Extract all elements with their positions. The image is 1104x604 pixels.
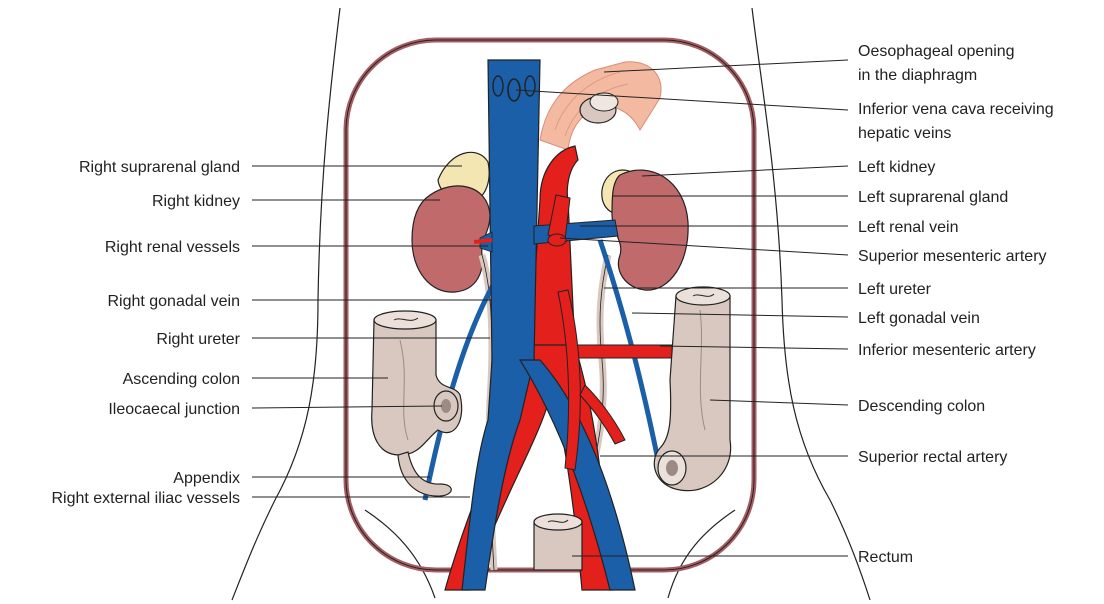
label-descending-colon: Descending colon bbox=[858, 398, 985, 415]
label-superior-rectal-artery: Superior rectal artery bbox=[858, 449, 1007, 466]
label-right-ureter: Right ureter bbox=[156, 331, 240, 348]
left-kidney bbox=[612, 170, 688, 290]
appendix bbox=[398, 452, 451, 496]
label-left-gonadal-vein: Left gonadal vein bbox=[858, 310, 980, 327]
label-left-renal-vein: Left renal vein bbox=[858, 219, 959, 236]
label-oesophageal-opening-line1: Oesophageal opening bbox=[858, 43, 1015, 60]
label-superior-mesenteric-artery: Superior mesenteric artery bbox=[858, 248, 1047, 265]
label-right-suprarenal-gland: Right suprarenal gland bbox=[79, 159, 240, 176]
ascending-colon bbox=[372, 311, 462, 455]
label-ivc-line1: Inferior vena cava receiving bbox=[858, 101, 1054, 118]
label-right-external-iliac-vessels: Right external iliac vessels bbox=[51, 490, 240, 507]
label-inferior-mesenteric-artery: Inferior mesenteric artery bbox=[858, 342, 1036, 359]
labels-left: Right suprarenal gland Right kidney Righ… bbox=[51, 159, 240, 507]
label-right-gonadal-vein: Right gonadal vein bbox=[107, 293, 240, 310]
label-left-ureter: Left ureter bbox=[858, 281, 932, 298]
rectum bbox=[534, 514, 582, 570]
label-right-renal-vessels: Right renal vessels bbox=[105, 239, 240, 256]
label-appendix: Appendix bbox=[173, 470, 240, 487]
label-ascending-colon: Ascending colon bbox=[123, 371, 240, 388]
label-ileocaecal-junction: Ileocaecal junction bbox=[108, 401, 240, 418]
right-kidney bbox=[412, 186, 490, 292]
label-right-kidney: Right kidney bbox=[152, 193, 240, 210]
label-left-kidney: Left kidney bbox=[858, 159, 935, 176]
inferior-mesenteric-artery bbox=[568, 345, 672, 358]
descending-colon bbox=[654, 287, 730, 491]
label-rectum: Rectum bbox=[858, 549, 913, 566]
oesophagus bbox=[540, 62, 661, 150]
label-oesophageal-opening-line2: in the diaphragm bbox=[858, 67, 977, 84]
labels-right: Oesophageal opening in the diaphragm Inf… bbox=[858, 43, 1054, 566]
label-left-suprarenal-gland: Left suprarenal gland bbox=[858, 189, 1008, 206]
label-ivc-line2: hepatic veins bbox=[858, 125, 951, 142]
